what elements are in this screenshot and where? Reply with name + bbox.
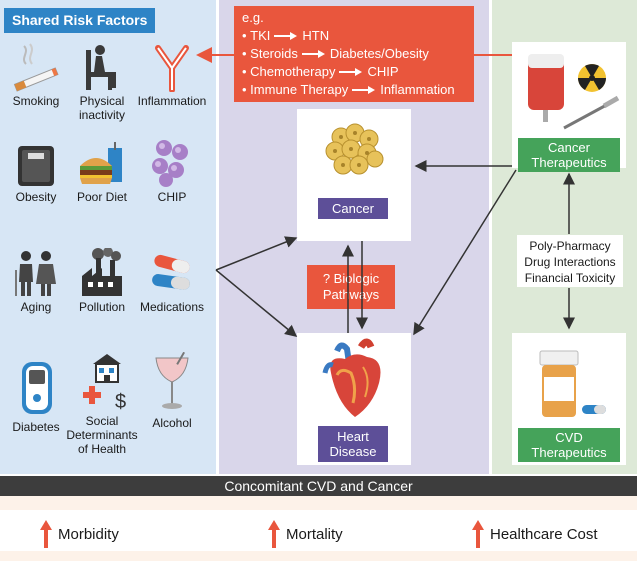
svg-text:$: $ [115, 391, 126, 413]
outcomes-row [0, 510, 637, 551]
risk-factors-panel: Shared Risk Factors Smoking Physical ina… [0, 0, 216, 474]
heart-disease-label: Heart Disease [318, 426, 388, 462]
cigarette-icon [13, 43, 59, 92]
sitting-person-icon [86, 45, 116, 90]
cancer-card [297, 109, 411, 241]
heart-icon [322, 338, 381, 417]
house-cross-dollar-icon: $ [83, 354, 126, 413]
tumor-cells-icon [325, 123, 384, 175]
risk-factor-alcohol: Alcohol [136, 352, 208, 430]
elderly-couple-icon [15, 251, 56, 296]
cancer-therapeutics-label: Cancer Therapeutics [518, 138, 620, 172]
concomitant-banner: Concomitant CVD and Cancer [0, 476, 637, 496]
cancer-label: Cancer [318, 198, 388, 219]
cells-icon [152, 140, 188, 187]
risk-factor-poor-diet: Poor Diet [66, 142, 138, 204]
risk-factor-pollution: Pollution [66, 248, 138, 314]
risk-factor-medications: Medications [136, 252, 208, 314]
fast-food-icon [80, 142, 122, 184]
risk-factors-title: Shared Risk Factors [4, 8, 156, 33]
outcome-healthcare-cost: Healthcare Cost [472, 520, 598, 548]
example-row: • Chemotherapy CHIP [242, 64, 399, 79]
example-row: • TKI HTN [242, 28, 330, 43]
examples-heading: e.g. [242, 10, 264, 25]
arrow-right-icon [301, 50, 325, 58]
examples-box: e.g. • TKI HTN • Steroids Diabetes/Obesi… [234, 6, 474, 102]
pill-bottle-icon [539, 350, 606, 417]
arrow-right-icon [352, 86, 376, 94]
polypharmacy-box: Poly-Pharmacy Drug Interactions Financia… [517, 235, 623, 287]
risk-factor-smoking: Smoking [0, 42, 72, 108]
risk-factor-diabetes: Diabetes [0, 358, 72, 434]
example-row: • Immune Therapy Inflammation [242, 82, 455, 97]
risk-factor-chip: CHIP [136, 138, 208, 204]
pills-icon [152, 254, 190, 290]
glucose-meter-icon [22, 362, 52, 414]
antibody-icon [155, 45, 189, 92]
factory-icon [82, 248, 122, 296]
outcome-morbidity: Morbidity [40, 520, 119, 548]
risk-factor-aging: Aging [0, 248, 72, 314]
risk-factor-social-determinants: $ Social Determinants of Health [66, 350, 138, 456]
cocktail-icon [155, 352, 189, 409]
risk-factor-inflammation: Inflammation [136, 42, 208, 108]
arrow-right-icon [274, 32, 298, 40]
chemo-radiation-surgery-icon [528, 54, 620, 130]
biologic-pathways-box: ? Biologic Pathways [307, 265, 395, 309]
scale-icon [18, 146, 54, 186]
arrow-up-icon [268, 520, 280, 548]
risk-factor-obesity: Obesity [0, 142, 72, 204]
cvd-therapeutics-label: CVD Therapeutics [518, 428, 620, 462]
arrow-up-icon [40, 520, 52, 548]
example-row: • Steroids Diabetes/Obesity [242, 46, 429, 61]
arrow-up-icon [472, 520, 484, 548]
arrow-right-icon [339, 68, 363, 76]
risk-factor-physical-inactivity: Physical inactivity [66, 42, 138, 122]
outcome-mortality: Mortality [268, 520, 343, 548]
